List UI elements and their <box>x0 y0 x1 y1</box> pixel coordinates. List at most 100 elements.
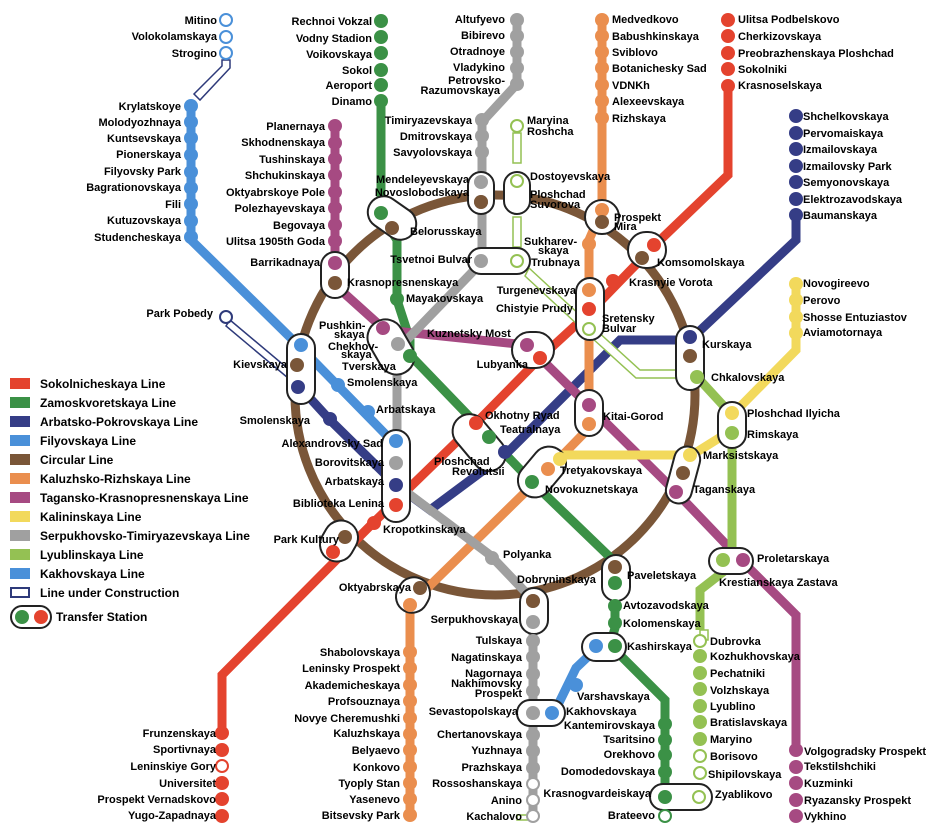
station-label[interactable]: Shchukinskaya <box>245 170 326 182</box>
station-label[interactable]: Dubrovka <box>710 636 762 648</box>
station-label[interactable]: Aviamotornaya <box>803 327 883 339</box>
station-dot-icon[interactable] <box>338 530 352 544</box>
station-dot-icon[interactable] <box>215 809 229 823</box>
station-dot-icon[interactable] <box>403 760 417 774</box>
station-dot-icon[interactable] <box>595 111 609 125</box>
station-dot-icon[interactable] <box>376 321 390 335</box>
station-label[interactable]: Altufyevo <box>455 14 505 26</box>
station-label[interactable]: Tulskaya <box>476 635 523 647</box>
station-dot-icon[interactable] <box>789 760 803 774</box>
station-label[interactable]: Okhotny Ryad <box>485 410 560 422</box>
station-label[interactable]: Bagrationovskaya <box>86 182 182 194</box>
station-label[interactable]: Orekhovo <box>604 749 656 761</box>
station-dot-icon[interactable] <box>789 142 803 156</box>
station-dot-icon[interactable] <box>789 159 803 173</box>
station-dot-icon[interactable] <box>589 639 603 653</box>
station-dot-icon[interactable] <box>485 551 499 565</box>
station-label[interactable]: Prazhskaya <box>461 762 522 774</box>
station-dot-icon[interactable] <box>328 136 342 150</box>
station-dot-icon[interactable] <box>389 478 403 492</box>
station-dot-icon[interactable] <box>595 94 609 108</box>
station-dot-icon[interactable] <box>595 61 609 75</box>
station-label[interactable]: Pushkin- <box>319 320 366 332</box>
station-dot-icon[interactable] <box>403 711 417 725</box>
station-dot-icon[interactable] <box>403 598 417 612</box>
station-dot-icon[interactable] <box>606 274 620 288</box>
station-dot-icon[interactable] <box>374 30 388 44</box>
station-dot-icon[interactable] <box>374 14 388 28</box>
station-dot-icon[interactable] <box>184 197 198 211</box>
station-dot-icon[interactable] <box>692 790 706 804</box>
station-label[interactable]: Aeroport <box>326 80 373 92</box>
station-label[interactable]: Mendeleyevskaya <box>376 174 470 186</box>
station-label[interactable]: Kolomenskaya <box>623 618 702 630</box>
station-label[interactable]: Kozhukhovskaya <box>710 651 801 663</box>
station-dot-icon[interactable] <box>582 322 596 336</box>
station-dot-icon[interactable] <box>219 46 233 60</box>
station-dot-icon[interactable] <box>789 208 803 222</box>
station-label[interactable]: Varshavskaya <box>577 691 651 703</box>
station-dot-icon[interactable] <box>525 475 539 489</box>
station-label[interactable]: Sviblovo <box>612 47 658 59</box>
station-label[interactable]: Volzhskaya <box>710 685 770 697</box>
station-dot-icon[interactable] <box>608 576 622 590</box>
station-dot-icon[interactable] <box>582 398 596 412</box>
station-label[interactable]: Kuznetsky Most <box>427 328 511 340</box>
station-dot-icon[interactable] <box>526 667 540 681</box>
station-label[interactable]: Vykhino <box>804 811 847 823</box>
station-dot-icon[interactable] <box>328 168 342 182</box>
station-label[interactable]: Park Kultury <box>274 534 340 546</box>
station-label[interactable]: Universitet <box>159 778 216 790</box>
station-label[interactable]: Izmailovskaya <box>803 144 878 156</box>
station-label[interactable]: Paveletskaya <box>627 570 697 582</box>
station-dot-icon[interactable] <box>328 234 342 248</box>
station-label[interactable]: Prospekt <box>614 212 661 224</box>
station-label[interactable]: Yasenevo <box>349 794 400 806</box>
station-label[interactable]: Petrovsko- <box>448 75 505 87</box>
station-label[interactable]: Chertanovskaya <box>437 729 523 741</box>
station-label[interactable]: Domodedovskaya <box>561 766 656 778</box>
station-dot-icon[interactable] <box>184 115 198 129</box>
station-dot-icon[interactable] <box>403 792 417 806</box>
station-dot-icon[interactable] <box>789 776 803 790</box>
station-label[interactable]: Bitsevsky Park <box>322 810 401 822</box>
station-dot-icon[interactable] <box>553 452 567 466</box>
station-dot-icon[interactable] <box>374 206 388 220</box>
station-label[interactable]: Tyoply Stan <box>338 778 400 790</box>
station-label[interactable]: Izmailovsky Park <box>803 161 893 173</box>
station-dot-icon[interactable] <box>374 63 388 77</box>
station-dot-icon[interactable] <box>789 175 803 189</box>
station-label[interactable]: skaya <box>341 349 372 361</box>
station-label[interactable]: Marksistskaya <box>703 450 779 462</box>
station-dot-icon[interactable] <box>328 185 342 199</box>
station-dot-icon[interactable] <box>721 46 735 60</box>
station-dot-icon[interactable] <box>361 405 375 419</box>
station-label[interactable]: Sretensky <box>602 313 655 325</box>
station-dot-icon[interactable] <box>736 553 750 567</box>
station-dot-icon[interactable] <box>520 338 534 352</box>
station-dot-icon[interactable] <box>510 29 524 43</box>
station-dot-icon[interactable] <box>510 61 524 75</box>
station-label[interactable]: Krylatskoye <box>119 101 181 113</box>
station-label[interactable]: Fili <box>165 199 181 211</box>
station-dot-icon[interactable] <box>789 293 803 307</box>
station-dot-icon[interactable] <box>403 776 417 790</box>
station-label[interactable]: Nagatinskaya <box>451 652 523 664</box>
station-label[interactable]: Kuzminki <box>804 778 853 790</box>
station-label[interactable]: Krasnogvardeiskaya <box>543 788 651 800</box>
station-dot-icon[interactable] <box>608 599 622 613</box>
station-label[interactable]: Planernaya <box>266 121 326 133</box>
station-label[interactable]: Arbatskaya <box>325 476 385 488</box>
station-dot-icon[interactable] <box>725 406 739 420</box>
station-dot-icon[interactable] <box>510 174 524 188</box>
station-dot-icon[interactable] <box>474 175 488 189</box>
station-dot-icon[interactable] <box>789 326 803 340</box>
station-dot-icon[interactable] <box>725 426 739 440</box>
station-label[interactable]: Pechatniki <box>710 668 765 680</box>
station-dot-icon[interactable] <box>693 766 707 780</box>
station-dot-icon[interactable] <box>215 792 229 806</box>
station-dot-icon[interactable] <box>526 761 540 775</box>
station-dot-icon[interactable] <box>526 777 540 791</box>
station-dot-icon[interactable] <box>595 29 609 43</box>
station-dot-icon[interactable] <box>541 462 555 476</box>
